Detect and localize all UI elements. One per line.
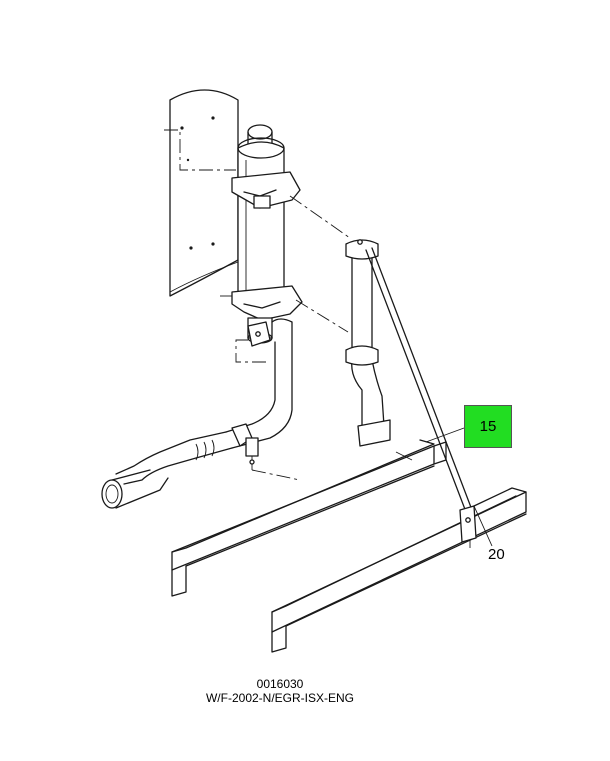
assembly-lines	[164, 129, 351, 481]
callout-part-20[interactable]: 20	[488, 546, 505, 563]
callout-part-15-label: 15	[479, 418, 497, 435]
exhaust-pipe	[101, 318, 293, 509]
muffler	[231, 124, 303, 344]
heat-shield	[169, 89, 239, 297]
mount-bracket-lower	[247, 321, 271, 347]
drawing-number: 0016030	[256, 677, 304, 691]
brace-rod	[365, 247, 473, 513]
vertical-support-pipe	[345, 239, 391, 447]
callout-part-15[interactable]: 15	[464, 405, 512, 448]
leader-lines	[425, 427, 493, 547]
frame-rail-upper	[171, 439, 447, 597]
callout-part-20-label: 20	[488, 546, 505, 563]
rod-bracket	[459, 505, 477, 548]
drawing-reference: W/F-2002-N/EGR-ISX-ENG	[205, 691, 355, 705]
